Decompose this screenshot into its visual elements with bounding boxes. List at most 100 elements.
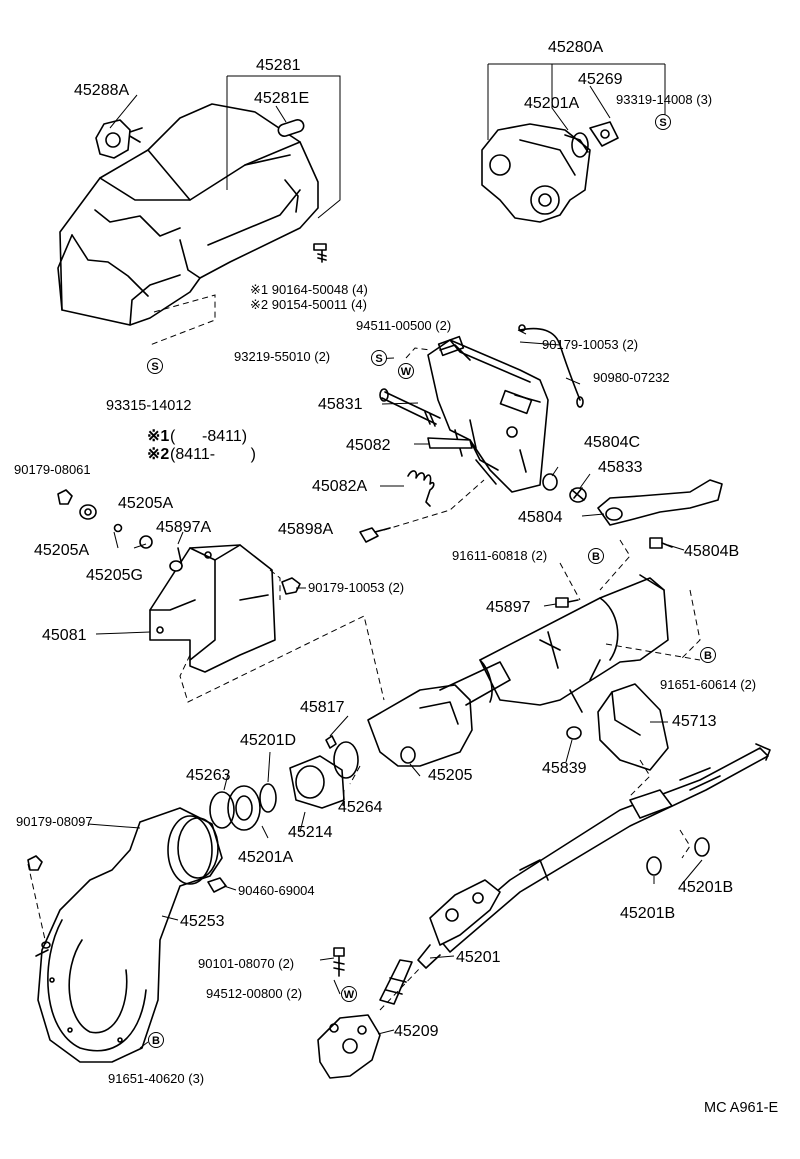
label-93315: 93315-14012 xyxy=(106,398,191,414)
label-45804c: 45804C xyxy=(584,434,640,451)
legend-range-2: (8411- ) xyxy=(170,446,256,463)
symbol-w-94512: W xyxy=(341,986,357,1002)
svg-text:S: S xyxy=(659,117,666,129)
label-45264: 45264 xyxy=(338,799,383,816)
part-labels: 45281 45288A 45281E ※1 90164-50048 (4) ※… xyxy=(14,39,778,1116)
label-45897: 45897 xyxy=(486,599,531,616)
column-tube-drawing xyxy=(479,574,669,713)
svg-text:W: W xyxy=(401,366,412,378)
label-45833: 45833 xyxy=(598,459,643,476)
bolt-90101-drawing xyxy=(333,947,345,977)
symbol-b-91651-40620: B xyxy=(148,1032,164,1048)
bolt-45804b-drawing xyxy=(649,537,673,549)
clip-90460-drawing xyxy=(207,877,227,893)
label-45209: 45209 xyxy=(394,1023,439,1040)
svg-text:B: B xyxy=(592,551,600,563)
label-45205: 45205 xyxy=(428,767,473,784)
bolt-45897a-drawing xyxy=(169,547,183,572)
label-45263: 45263 xyxy=(186,767,231,784)
ignition-housing-drawing xyxy=(481,121,619,223)
screw-90164-drawing xyxy=(313,243,327,263)
diagram-code: MC A961-E xyxy=(704,1100,778,1116)
boot-45253-drawing xyxy=(35,807,223,1063)
label-45713: 45713 xyxy=(672,713,717,730)
label-45201d: 45201D xyxy=(240,732,296,749)
legend-mark-1: ※1 xyxy=(147,428,169,445)
cover-45713-drawing xyxy=(597,683,669,771)
label-45201b-b: 45201B xyxy=(620,905,675,922)
label-94512: 94512-00800 (2) xyxy=(206,986,302,1001)
svg-text:W: W xyxy=(344,989,355,1001)
label-45839: 45839 xyxy=(542,760,587,777)
bearing-45214-drawing xyxy=(289,741,359,809)
label-45281e: 45281E xyxy=(254,90,309,107)
symbol-s-93219: S xyxy=(371,350,387,366)
symbol-b-91651-60614: B xyxy=(700,647,716,663)
label-90179-10053-b: 90179-10053 (2) xyxy=(308,580,404,595)
label-45804: 45804 xyxy=(518,509,563,526)
pin-45817-drawing xyxy=(325,735,337,749)
label-45201a-top: 45201A xyxy=(524,95,579,112)
intermediate-shaft-drawing xyxy=(379,959,413,1005)
label-45201: 45201 xyxy=(456,949,501,966)
label-45831: 45831 xyxy=(318,396,363,413)
label-90179-08097: 90179-08097 xyxy=(16,814,93,829)
legend-mark-2: ※2 xyxy=(147,446,169,463)
label-45082: 45082 xyxy=(346,437,391,454)
plug-45281e-drawing xyxy=(277,119,305,137)
label-45205a-b: 45205A xyxy=(34,542,89,559)
bracket-45081-drawing xyxy=(149,544,276,673)
label-90164: ※1 90164-50048 (4) xyxy=(250,282,368,297)
washer-45804c-drawing xyxy=(542,473,558,491)
bushing-45839-drawing xyxy=(566,726,582,740)
nut-90179-10053-drawing xyxy=(281,577,301,595)
small-parts-left-drawing xyxy=(57,489,153,549)
label-91651-60614: 91651-60614 (2) xyxy=(660,677,756,692)
nut-90179-08097-drawing xyxy=(27,855,43,871)
column-bracket-drawing xyxy=(427,335,549,493)
ring-45201d-drawing xyxy=(259,783,277,813)
label-90101: 90101-08070 (2) xyxy=(198,956,294,971)
svg-text:S: S xyxy=(375,353,382,365)
label-45082a: 45082A xyxy=(312,478,367,495)
symbol-w-94511: W xyxy=(398,363,414,379)
label-90460: 90460-69004 xyxy=(238,883,315,898)
label-45817: 45817 xyxy=(300,699,345,716)
bushing-45833-drawing xyxy=(569,487,587,503)
symbol-s-ignition: S xyxy=(655,114,671,130)
bolt-45897-drawing xyxy=(555,597,579,608)
label-94511: 94511-00500 (2) xyxy=(356,318,451,333)
label-93219: 93219-55010 (2) xyxy=(234,349,330,364)
label-45804b: 45804B xyxy=(684,543,739,560)
rings-45201b-drawing xyxy=(646,837,710,876)
label-90154: ※2 90154-50011 (4) xyxy=(250,297,367,312)
label-45269: 45269 xyxy=(578,71,623,88)
label-45253: 45253 xyxy=(180,913,225,930)
label-45280a: 45280A xyxy=(548,39,603,56)
label-45281: 45281 xyxy=(256,57,301,74)
label-90179-08061: 90179-08061 xyxy=(14,462,91,477)
column-flange-drawing xyxy=(367,661,511,767)
label-45205a-a: 45205A xyxy=(118,495,173,512)
lever-45082-drawing xyxy=(427,437,473,449)
label-45205g: 45205G xyxy=(86,567,143,584)
label-45201a-bottom: 45201A xyxy=(238,849,293,866)
svg-text:B: B xyxy=(704,650,712,662)
main-shaft-drawing xyxy=(439,743,771,953)
bolt-45831-drawing xyxy=(379,388,441,427)
label-45288a: 45288A xyxy=(74,82,129,99)
circled-symbols: S S S W B B W B xyxy=(147,114,716,1048)
symbol-b-91611: B xyxy=(588,548,604,564)
label-90179-10053-a: 90179-10053 (2) xyxy=(542,337,638,352)
label-91651-40620: 91651-40620 (3) xyxy=(108,1071,204,1086)
label-90980: 90980-07232 xyxy=(593,370,670,385)
label-91611: 91611-60818 (2) xyxy=(452,548,547,563)
universal-joint-upper-drawing xyxy=(417,879,501,969)
universal-joint-45209-drawing xyxy=(317,1014,381,1079)
label-45898a: 45898A xyxy=(278,521,333,538)
lever-45804-drawing xyxy=(597,479,723,526)
svg-text:B: B xyxy=(152,1035,160,1047)
label-45214: 45214 xyxy=(288,824,333,841)
